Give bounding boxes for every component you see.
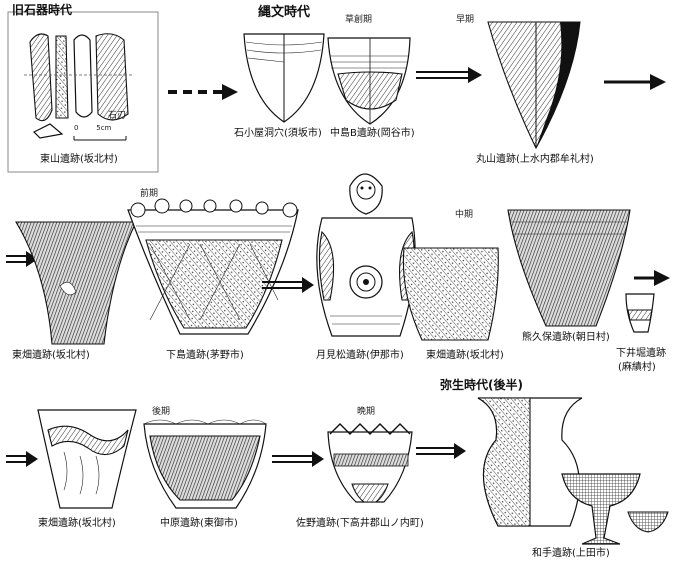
double-arrow-1 bbox=[416, 67, 482, 83]
paleolithic-box bbox=[8, 12, 158, 172]
site-kumakubo: 熊久保遺跡(朝日村) bbox=[522, 332, 610, 344]
site-nakajima-b: 中島B遺跡(岡谷市) bbox=[330, 128, 415, 140]
arrow-row3-start bbox=[6, 451, 38, 467]
pot-higashibata-2 bbox=[403, 248, 498, 340]
site-shimoidori-2: (麻績村) bbox=[618, 362, 656, 374]
site-higashibata-3: 東畑遺跡(坂北村) bbox=[38, 518, 116, 530]
arrow-row1-end bbox=[604, 74, 666, 90]
double-arrow-4 bbox=[416, 443, 466, 459]
site-ishigoya: 石小屋洞穴(須坂市) bbox=[234, 128, 322, 140]
dashed-arrow bbox=[168, 84, 238, 100]
period-middle: 中期 bbox=[455, 207, 473, 220]
stone-blade-1 bbox=[30, 34, 52, 121]
pot-wate-jar bbox=[478, 398, 582, 526]
double-arrow-3 bbox=[272, 451, 324, 467]
period-initial: 早期 bbox=[456, 12, 474, 25]
pot-kumakubo bbox=[508, 210, 630, 326]
site-maruyama: 丸山遺跡(上水内郡牟礼村) bbox=[476, 154, 594, 166]
site-higashibata-2: 東畑遺跡(坂北村) bbox=[426, 350, 504, 362]
site-higashiyama: 東山遺跡(坂北村) bbox=[40, 154, 118, 166]
pot-nakahara bbox=[144, 420, 266, 508]
pot-higashibata-3 bbox=[38, 410, 136, 508]
site-shimoidori-1: 下井堀遺跡 bbox=[616, 348, 666, 360]
pot-nakajima-b bbox=[328, 38, 410, 124]
pot-sano bbox=[328, 424, 412, 502]
pot-maruyama bbox=[488, 22, 580, 148]
pot-wate-bowl bbox=[628, 512, 668, 532]
period-final: 晩期 bbox=[357, 404, 375, 417]
site-nakahara: 中原遺跡(東御市) bbox=[160, 518, 238, 530]
period-incipient: 草創期 bbox=[345, 12, 372, 25]
scale-label: 0 5cm bbox=[74, 124, 111, 132]
pot-shimoidori bbox=[626, 294, 654, 332]
site-sano: 佐野遺跡(下高井郡山ノ内町) bbox=[296, 518, 424, 530]
period-late: 後期 bbox=[152, 404, 170, 417]
pot-tsukimimatsu bbox=[317, 174, 415, 336]
arrow-row2-end bbox=[634, 270, 670, 286]
tool-label: 石刃 bbox=[108, 108, 126, 121]
site-wate: 和手遺跡(上田市) bbox=[532, 548, 610, 560]
blade-section bbox=[34, 124, 62, 138]
period-jomon: 縄文時代 bbox=[258, 1, 310, 20]
site-higashibata-1: 東畑遺跡(坂北村) bbox=[12, 350, 90, 362]
site-tsukimimatsu: 月見松遺跡(伊那市) bbox=[316, 350, 404, 362]
period-yayoi: 弥生時代(後半) bbox=[440, 376, 523, 393]
pot-ishigoya bbox=[244, 34, 324, 122]
site-shimojima: 下島遺跡(茅野市) bbox=[166, 350, 244, 362]
period-early: 前期 bbox=[140, 186, 158, 199]
period-paleolithic: 旧石器時代 bbox=[12, 1, 72, 18]
pot-higashibata-1 bbox=[16, 222, 136, 344]
pot-shimojima bbox=[128, 199, 298, 334]
stone-blade-3 bbox=[74, 35, 92, 117]
stone-blade-2 bbox=[56, 36, 68, 118]
